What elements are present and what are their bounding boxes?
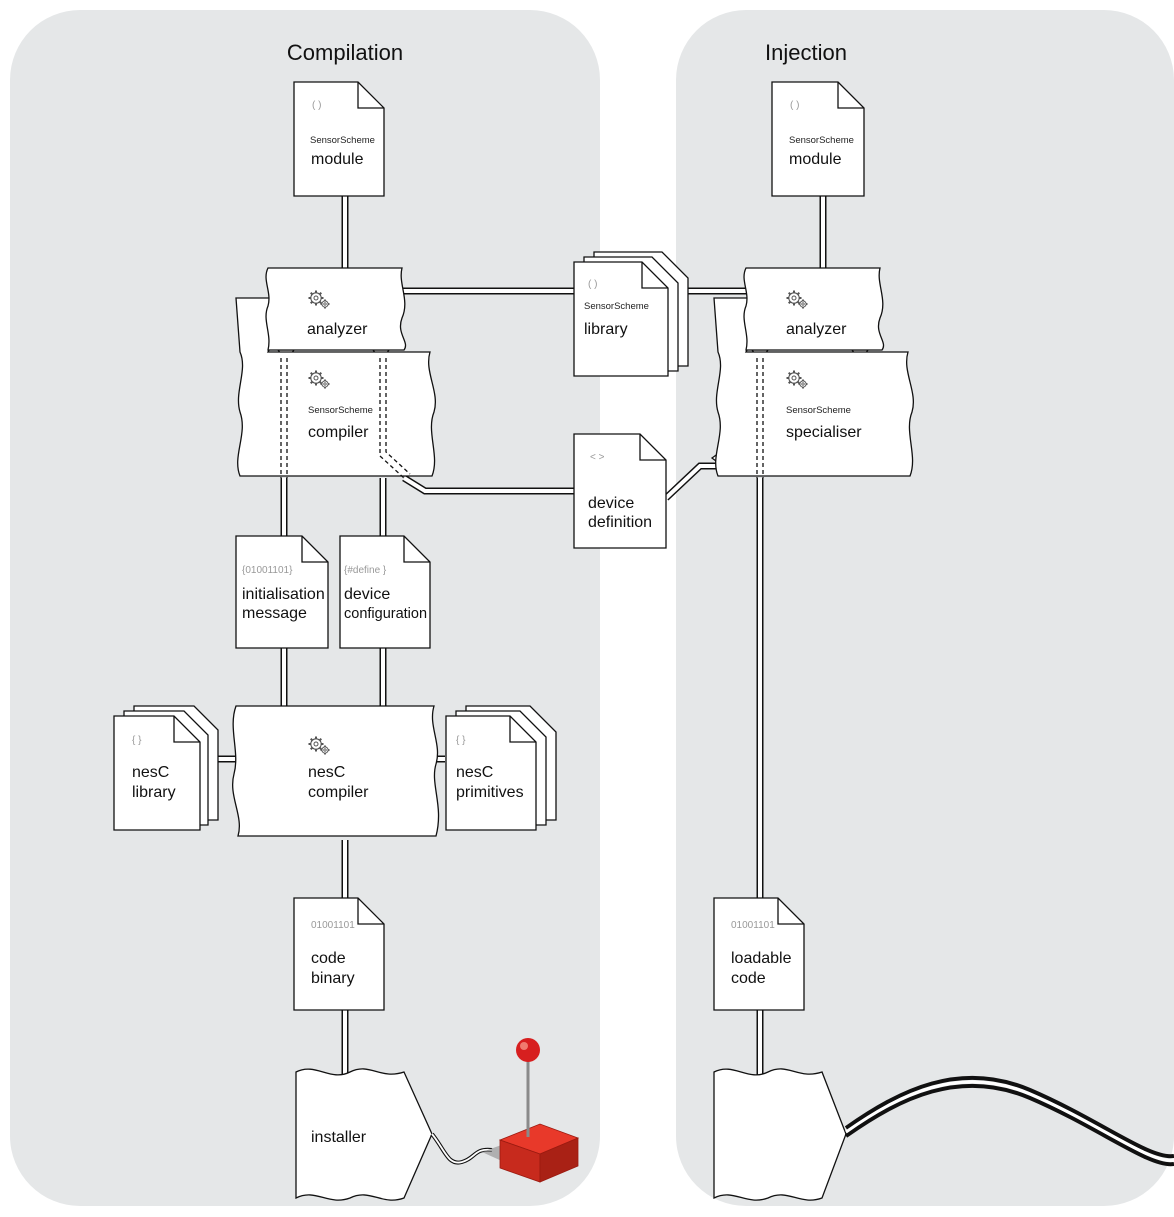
loadable-code-document: 01001101 loadable code <box>714 898 804 1010</box>
code-binary-code: 01001101 <box>311 920 355 931</box>
code-binary-line1: code <box>311 950 346 967</box>
specialiser-label: specialiser <box>786 424 862 441</box>
nesc-library-document-stack: { } nesC library <box>114 706 218 830</box>
library-label: library <box>584 321 628 338</box>
nesc-library-code: { } <box>132 735 142 746</box>
module-kind: SensorScheme <box>310 135 375 146</box>
device-configuration-document: {#define } device configuration <box>340 536 430 648</box>
nesc-compiler-line2: compiler <box>308 784 369 801</box>
analyzer-label: analyzer <box>307 321 368 338</box>
installer-label: installer <box>311 1129 367 1146</box>
device-definition-line2: definition <box>588 514 652 531</box>
nesc-compiler-line1: nesC <box>308 764 345 781</box>
loadable-code-line2: code <box>731 970 766 987</box>
injection-module-code: ( ) <box>790 100 799 111</box>
init-message-line2: message <box>242 605 307 622</box>
initialisation-message-document: {01001101} initialisation message <box>236 536 328 648</box>
nesc-primitives-code: { } <box>456 735 466 746</box>
code-binary-document: 01001101 code binary <box>294 898 384 1010</box>
injection-module-label: module <box>789 151 842 168</box>
library-code: ( ) <box>588 279 597 290</box>
loadable-code-code: 01001101 <box>731 920 775 931</box>
module-document: ( ) SensorScheme module <box>294 82 384 196</box>
nesc-library-line1: nesC <box>132 764 169 781</box>
init-message-code: {01001101} <box>242 565 293 576</box>
device-config-line1: device <box>344 586 390 603</box>
library-kind: SensorScheme <box>584 301 649 312</box>
injection-module-document: ( ) SensorScheme module <box>772 82 864 196</box>
library-document-stack: ( ) SensorScheme library <box>574 252 688 376</box>
nesc-primitives-line2: primitives <box>456 784 524 801</box>
loadable-code-line1: loadable <box>731 950 792 967</box>
device-config-line2: configuration <box>344 606 427 622</box>
compiler-kind: SensorScheme <box>308 405 373 416</box>
nesc-library-line2: library <box>132 784 176 801</box>
injection-analyzer-label: analyzer <box>786 321 847 338</box>
device-definition-code: < > <box>590 452 605 463</box>
module-code: ( ) <box>312 100 321 111</box>
injection-title: Injection <box>765 40 847 65</box>
nesc-primitives-line1: nesC <box>456 764 493 781</box>
device-definition-line1: device <box>588 495 634 512</box>
nesc-primitives-document-stack: { } nesC primitives <box>446 706 556 830</box>
nesc-compiler-process: nesC compiler <box>233 706 439 836</box>
specialiser-kind: SensorScheme <box>786 405 851 416</box>
device-definition-document: < > device definition <box>574 434 666 548</box>
code-binary-line2: binary <box>311 970 355 987</box>
device-config-code: {#define } <box>344 565 387 576</box>
compiler-label: compiler <box>308 424 369 441</box>
init-message-line1: initialisation <box>242 586 325 603</box>
injection-panel <box>676 10 1174 1206</box>
compilation-title: Compilation <box>287 40 403 65</box>
injection-module-kind: SensorScheme <box>789 135 854 146</box>
module-label: module <box>311 151 364 168</box>
